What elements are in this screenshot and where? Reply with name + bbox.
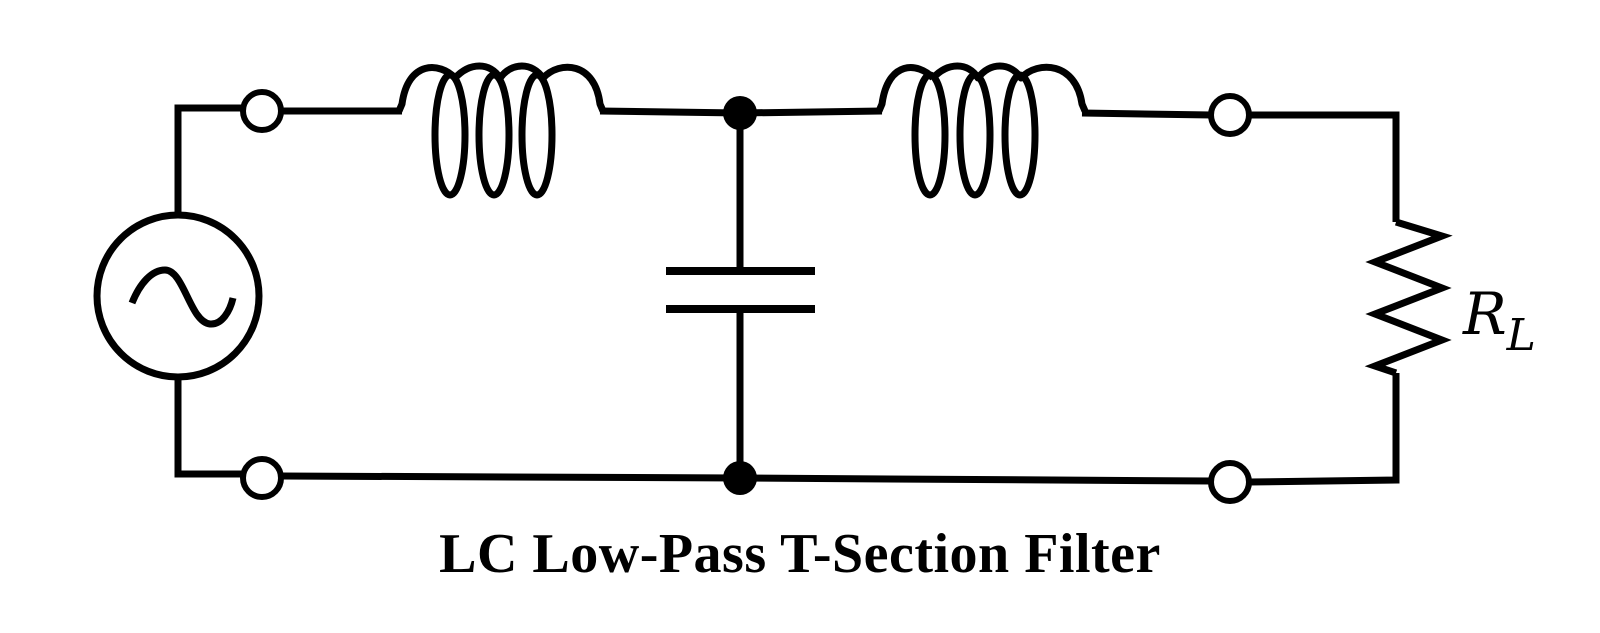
wire-bottom-right — [739, 474, 1212, 485]
resistor-rl-icon — [1364, 218, 1453, 377]
output-terminal-top — [1208, 93, 1252, 137]
load-label-subscript: L — [1506, 310, 1536, 361]
wire-l2-to-output — [1081, 109, 1213, 119]
capacitor-icon — [666, 113, 815, 478]
wire-source-top — [174, 104, 246, 214]
load-label-main: R — [1462, 280, 1507, 348]
load-resistor-label: RL — [1462, 280, 1536, 361]
inductor-l2-icon — [875, 62, 1089, 199]
input-terminal-bottom — [240, 456, 284, 500]
diagram-title: LC Low-Pass T-Section Filter — [439, 523, 1161, 585]
ac-source-circle-icon — [93, 211, 263, 381]
wire-source-bottom — [174, 376, 246, 478]
ac-source — [93, 211, 263, 381]
wire-node-to-l2 — [739, 107, 883, 117]
inductor-l1-icon — [395, 62, 607, 199]
wire-load-to-output-bottom — [1248, 373, 1400, 486]
wire-bottom-left — [280, 472, 741, 482]
wire-output-to-load-top — [1249, 111, 1400, 222]
sine-wave-icon — [128, 266, 237, 328]
wire-l1-to-node — [599, 107, 741, 117]
output-terminal-bottom — [1208, 460, 1252, 504]
input-terminal-top — [240, 89, 284, 133]
